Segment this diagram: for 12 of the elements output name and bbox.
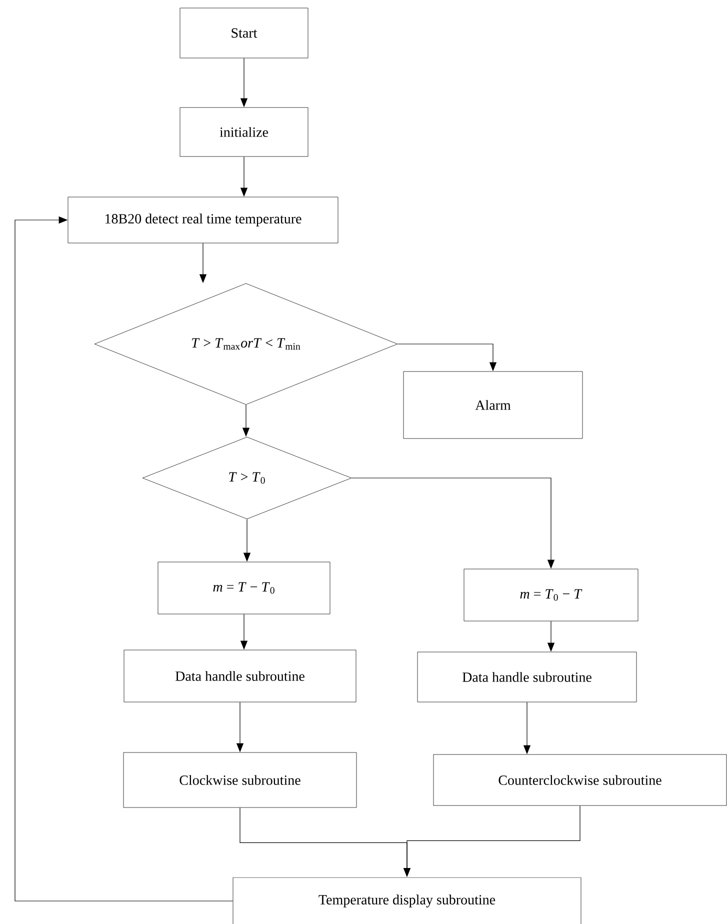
process-box: Start xyxy=(180,8,308,58)
process-box: m = T$_{0}$ − T xyxy=(464,568,638,622)
process-box: Counterclockwise subroutine xyxy=(433,754,727,806)
process-box: Clockwise subroutine xyxy=(123,752,357,808)
process-box: m = T − T$_{0}$ xyxy=(158,562,330,614)
arrow xyxy=(14,216,234,902)
process-box: Data handle subroutine xyxy=(417,652,637,702)
process-box: Temperature display subroutine xyxy=(232,877,582,924)
process-box: 18B20 detect real time temperature xyxy=(68,196,338,244)
process-box: initialize xyxy=(180,107,308,157)
process-box: Alarm xyxy=(403,371,583,439)
process-box: Data handle subroutine xyxy=(124,650,356,702)
